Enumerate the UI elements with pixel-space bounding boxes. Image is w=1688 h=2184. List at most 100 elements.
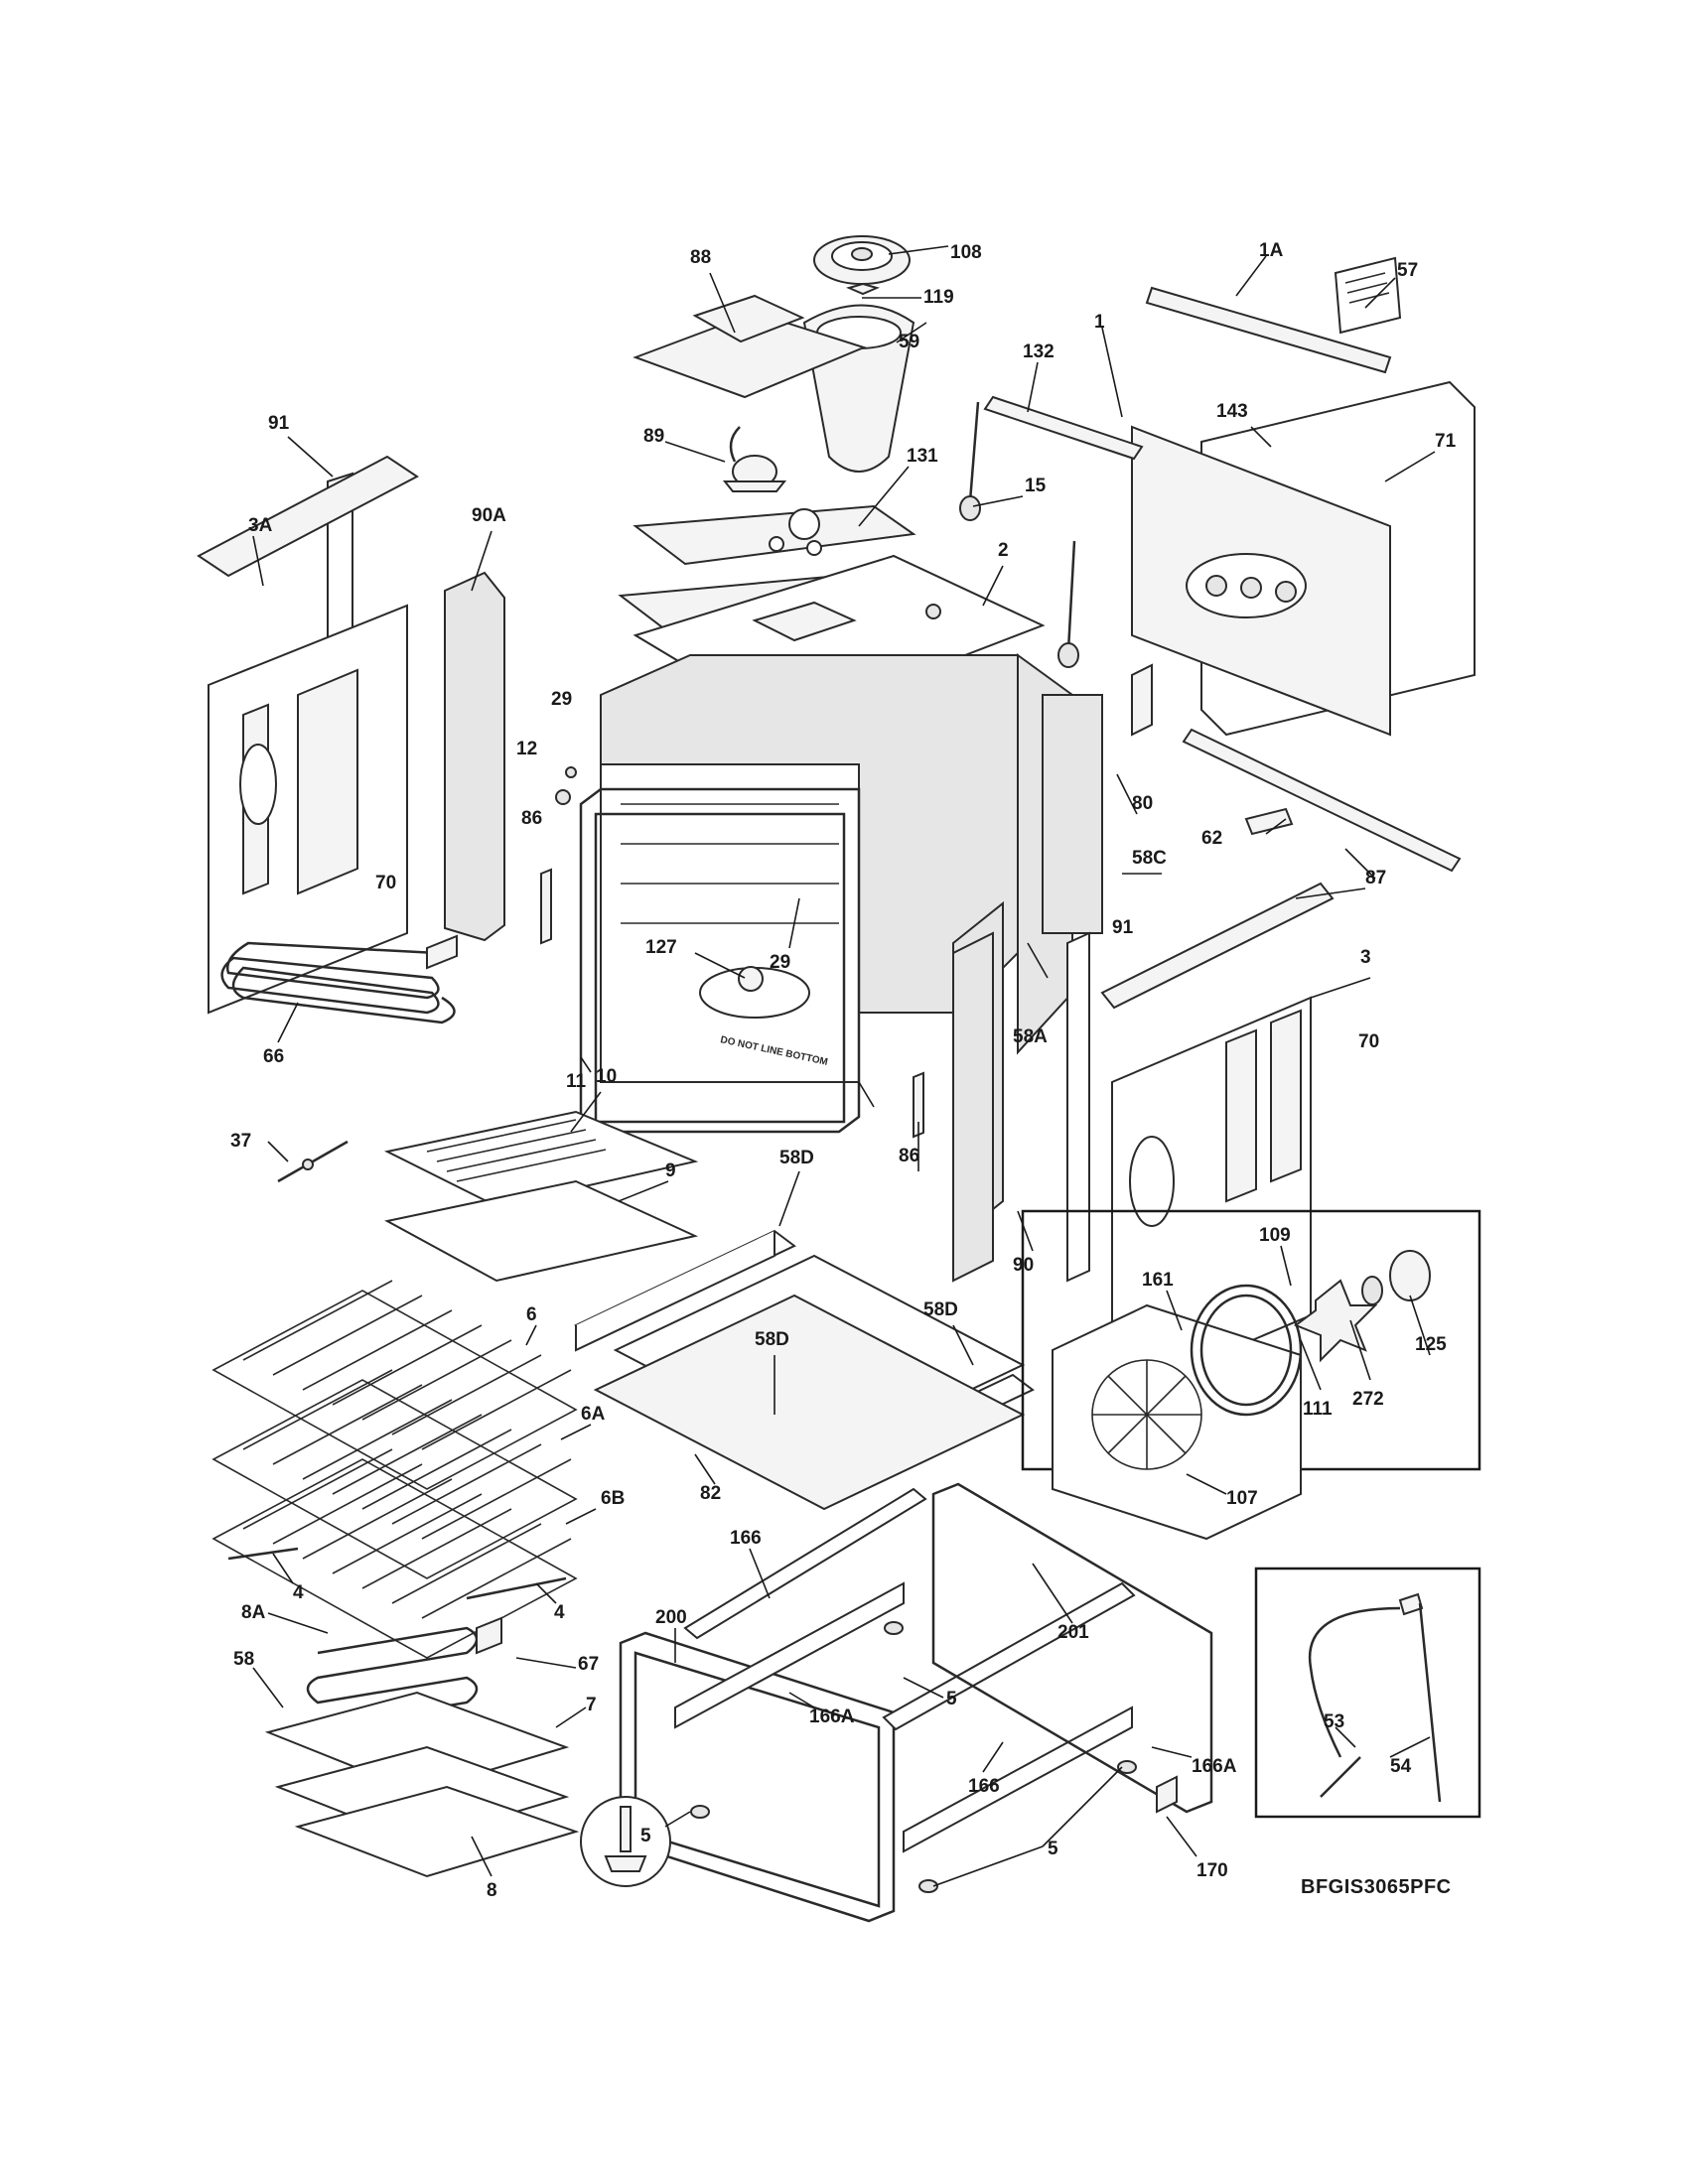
- callout-58D-center: 58D: [755, 1329, 789, 1350]
- callout-89: 89: [643, 426, 664, 447]
- part-fan-element-161: [1190, 1284, 1303, 1417]
- callout-86-left: 86: [521, 808, 542, 829]
- callout-labels: 108 88 119 1A 57 59 132 1 143 71 91 89 1…: [230, 240, 1457, 1901]
- callout-90A: 90A: [472, 505, 506, 526]
- callout-54: 54: [1390, 1756, 1412, 1777]
- callout-8: 8: [487, 1880, 497, 1901]
- callout-107: 107: [1226, 1488, 1258, 1509]
- part-fan-blade-109: [1293, 1250, 1431, 1363]
- callout-166-top: 166: [730, 1528, 762, 1549]
- part-rear-panel-1: [983, 395, 1391, 737]
- callout-90: 90: [1013, 1255, 1034, 1276]
- callout-108: 108: [950, 242, 982, 263]
- callout-132: 132: [1023, 341, 1055, 362]
- callout-53: 53: [1324, 1711, 1344, 1732]
- part-frame-58D: [574, 1229, 1035, 1511]
- callout-1A: 1A: [1259, 240, 1284, 261]
- part-side-panel-left: [197, 455, 419, 1015]
- callout-5-center: 5: [946, 1689, 957, 1709]
- callout-29-top: 29: [551, 689, 572, 710]
- callout-91-right: 91: [1112, 917, 1134, 938]
- callout-125: 125: [1415, 1334, 1447, 1355]
- part-racks-6: [211, 1280, 578, 1659]
- callout-5-left: 5: [640, 1826, 651, 1846]
- callout-161: 161: [1142, 1270, 1174, 1291]
- part-broil-pan-10-9: [383, 1110, 699, 1283]
- callout-131: 131: [907, 446, 938, 467]
- part-small-brackets: [540, 766, 924, 1139]
- callout-66: 66: [263, 1046, 284, 1067]
- part-element-66: [220, 934, 458, 1024]
- callout-71: 71: [1435, 431, 1457, 452]
- callout-200: 200: [655, 1607, 687, 1628]
- callout-166A-right: 166A: [1192, 1756, 1237, 1777]
- callout-58D-right: 58D: [923, 1299, 958, 1320]
- part-air-duct-59: [633, 294, 915, 473]
- part-plates-58-7-8: [264, 1691, 580, 1878]
- callout-86-right: 86: [899, 1146, 919, 1166]
- callout-109: 109: [1259, 1225, 1291, 1246]
- callout-8A: 8A: [241, 1602, 266, 1623]
- part-bracket-170: [1156, 1775, 1178, 1814]
- callout-58A: 58A: [1013, 1026, 1048, 1047]
- callout-62: 62: [1201, 828, 1222, 849]
- callout-166A-center: 166A: [809, 1706, 855, 1727]
- part-meat-probe-53-54: [1308, 1592, 1442, 1803]
- callout-12: 12: [516, 739, 537, 759]
- callout-57: 57: [1397, 260, 1418, 281]
- callout-119: 119: [923, 287, 954, 308]
- callout-15: 15: [1025, 476, 1047, 496]
- callout-82: 82: [700, 1483, 721, 1504]
- part-trim-90A: [444, 571, 505, 942]
- callout-4-left: 4: [293, 1582, 304, 1603]
- part-side-panel-right: [1100, 882, 1335, 1402]
- part-probe-37: [277, 1140, 349, 1183]
- callout-3: 3: [1360, 947, 1371, 968]
- callout-11: 11: [566, 1071, 587, 1092]
- callout-58: 58: [233, 1649, 254, 1670]
- callout-5-right: 5: [1048, 1839, 1058, 1859]
- callout-201: 201: [1057, 1622, 1089, 1643]
- callout-58D-top: 58D: [779, 1148, 814, 1168]
- callout-6: 6: [526, 1304, 537, 1325]
- callout-80: 80: [1132, 793, 1153, 814]
- callout-29-cavity: 29: [770, 952, 790, 973]
- callout-87: 87: [1365, 868, 1386, 888]
- callout-6B: 6B: [601, 1488, 625, 1509]
- callout-59: 59: [899, 332, 919, 352]
- callout-143: 143: [1216, 401, 1248, 422]
- leader-lines: [252, 245, 1436, 1887]
- callout-70-left: 70: [375, 873, 396, 893]
- part-fan-cover-107: [1052, 1303, 1302, 1541]
- part-frame-201: [931, 1482, 1213, 1814]
- part-motor-89: [722, 426, 787, 492]
- callout-127: 127: [645, 937, 677, 958]
- callout-6A: 6A: [581, 1404, 606, 1425]
- part-convection-fan-top: [813, 235, 911, 296]
- callout-10: 10: [596, 1066, 617, 1087]
- callout-4-right: 4: [554, 1602, 565, 1623]
- part-leveling-legs-5: [580, 1621, 1137, 1893]
- part-rails-166: [674, 1487, 1136, 1853]
- callout-3A: 3A: [248, 515, 273, 536]
- callout-272: 272: [1352, 1389, 1384, 1410]
- callout-170: 170: [1196, 1860, 1228, 1881]
- callout-166-bottom: 166: [968, 1776, 1000, 1797]
- callout-58C: 58C: [1132, 848, 1167, 869]
- callout-1: 1: [1094, 312, 1105, 333]
- callout-70-right: 70: [1358, 1031, 1379, 1052]
- callout-7: 7: [586, 1695, 597, 1715]
- callout-9: 9: [665, 1160, 676, 1181]
- part-broil-element-8A-67: [306, 1616, 502, 1729]
- callout-91-left: 91: [268, 413, 290, 434]
- inset-probe-box: [1254, 1567, 1481, 1819]
- callout-67: 67: [578, 1654, 599, 1675]
- callout-37: 37: [230, 1131, 251, 1152]
- part-sensor-15: [959, 401, 1079, 668]
- callout-2: 2: [998, 540, 1009, 561]
- callout-111: 111: [1303, 1399, 1333, 1420]
- part-trim-91-90-right: [952, 931, 1090, 1283]
- part-bracket-80-62-87: [1131, 663, 1462, 873]
